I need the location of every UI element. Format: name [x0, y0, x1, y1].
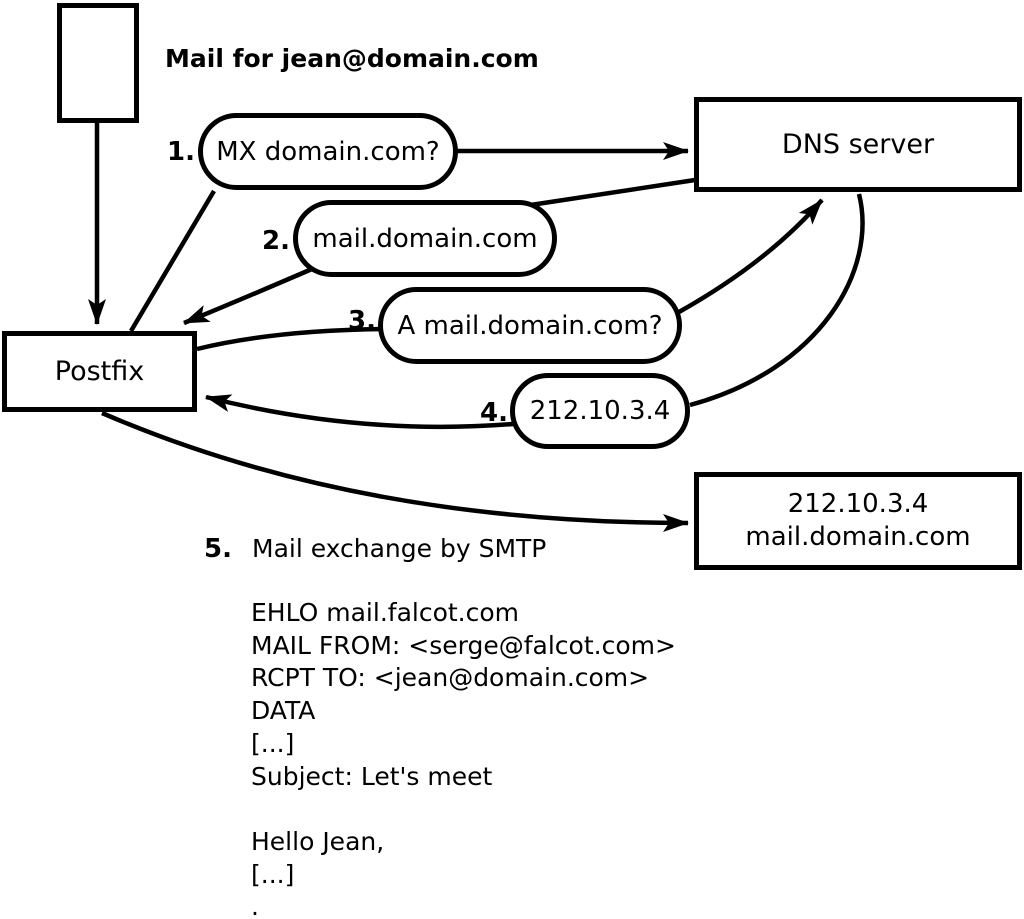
message-a-answer: 212.10.3.4	[510, 373, 690, 449]
node-mail-server: 212.10.3.4 mail.domain.com	[694, 472, 1022, 570]
step-3-number: 3.	[348, 306, 376, 336]
node-postfix: Postfix	[2, 331, 197, 412]
arrow-a-query-to-dns	[677, 198, 824, 314]
node-mail-server-ip: 212.10.3.4	[787, 489, 929, 519]
mail-envelope	[57, 3, 139, 123]
message-a-query: A mail.domain.com?	[378, 287, 682, 364]
arrow-mx-answer-to-postfix	[183, 266, 313, 326]
node-dns-server: DNS server	[694, 97, 1022, 192]
step-4-number: 4.	[480, 398, 508, 428]
message-mx-answer-label: mail.domain.com	[312, 223, 538, 254]
line-postfix-to-mx-query	[129, 189, 216, 333]
message-mx-answer: mail.domain.com	[293, 200, 557, 277]
step-5-number: 5.	[204, 534, 232, 564]
arrow-a-answer-to-postfix	[205, 394, 514, 430]
message-a-query-label: A mail.domain.com?	[397, 310, 663, 341]
node-dns-server-label: DNS server	[781, 128, 935, 160]
message-mx-query-label: MX domain.com?	[216, 136, 440, 167]
message-a-answer-label: 212.10.3.4	[529, 396, 671, 426]
smtp-session-transcript: EHLO mail.falcot.com MAIL FROM: <serge@f…	[251, 598, 676, 919]
mail-caption: Mail for jean@domain.com	[165, 44, 539, 73]
line-dns-to-mx-answer	[523, 177, 696, 209]
step-1-number: 1.	[167, 137, 195, 167]
line-postfix-to-a-query	[196, 326, 383, 352]
step-2-number: 2.	[262, 226, 290, 256]
step-5-caption: Mail exchange by SMTP	[252, 534, 547, 563]
line-dns-to-a-answer	[689, 193, 865, 408]
arrow-postfix-to-mailserver	[101, 410, 689, 532]
node-mail-server-hostname: mail.domain.com	[745, 522, 971, 552]
node-postfix-label: Postfix	[54, 355, 145, 387]
message-mx-query: MX domain.com?	[198, 113, 458, 190]
